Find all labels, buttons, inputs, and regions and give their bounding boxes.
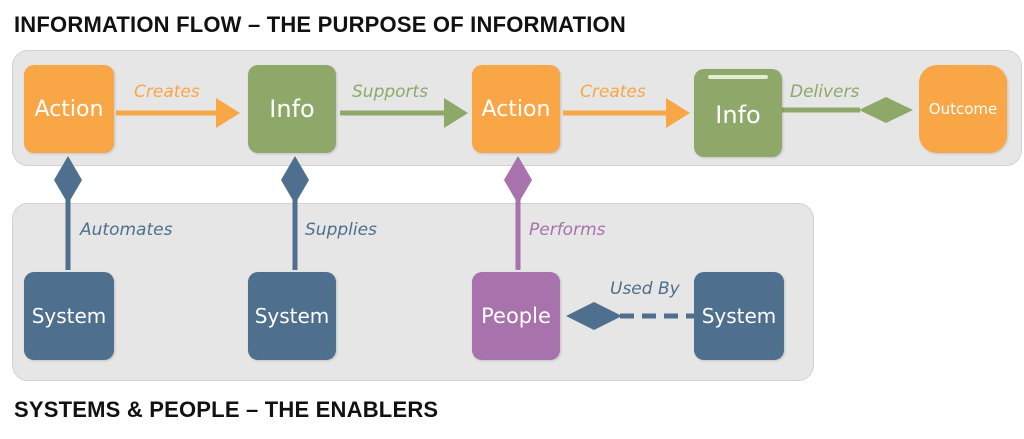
system-node-3: System xyxy=(694,272,784,360)
arrow-supports xyxy=(340,98,468,128)
connector-performs xyxy=(504,156,532,270)
connector-used-by xyxy=(566,302,694,330)
edge-label-creates-2: Creates xyxy=(580,82,646,102)
enablers-band xyxy=(12,203,814,381)
edge-label-supplies: Supplies xyxy=(305,220,377,240)
connector-automates xyxy=(54,156,82,270)
edge-label-performs: Performs xyxy=(529,220,606,240)
system-node-2-label: System xyxy=(254,304,330,328)
edge-label-supports: Supports xyxy=(352,82,429,102)
outcome-node-label: Outcome xyxy=(928,100,998,118)
bottom-heading: SYSTEMS & PEOPLE – THE ENABLERS xyxy=(14,397,439,422)
arrow-creates-2 xyxy=(563,98,690,128)
action-node-2-label: Action xyxy=(481,96,551,122)
connector-supplies xyxy=(281,156,309,270)
people-node: People xyxy=(472,272,560,360)
outcome-node: Outcome xyxy=(919,65,1007,153)
edge-label-delivers: Delivers xyxy=(790,82,860,102)
edge-label-creates-1: Creates xyxy=(134,82,200,102)
system-node-1: System xyxy=(24,272,114,360)
system-node-2: System xyxy=(248,272,336,360)
people-node-label: People xyxy=(481,304,551,328)
system-node-1-label: System xyxy=(31,304,107,328)
system-node-3-label: System xyxy=(701,304,777,328)
edge-label-automates: Automates xyxy=(80,220,173,240)
info-node-2-label: Info xyxy=(715,101,761,129)
info-node-1: Info xyxy=(248,65,336,153)
info-node-2-highlight-bar xyxy=(708,75,768,79)
info-node-1-label: Info xyxy=(269,95,315,123)
action-node-1-label: Action xyxy=(34,96,104,122)
arrow-creates-1 xyxy=(116,98,240,128)
action-node-2: Action xyxy=(472,65,560,153)
top-heading: INFORMATION FLOW – THE PURPOSE OF INFORM… xyxy=(14,12,626,37)
edge-label-used-by: Used By xyxy=(610,279,680,299)
action-node-1: Action xyxy=(24,65,114,153)
connector-delivers xyxy=(782,97,913,123)
info-node-2: Info xyxy=(694,69,782,157)
